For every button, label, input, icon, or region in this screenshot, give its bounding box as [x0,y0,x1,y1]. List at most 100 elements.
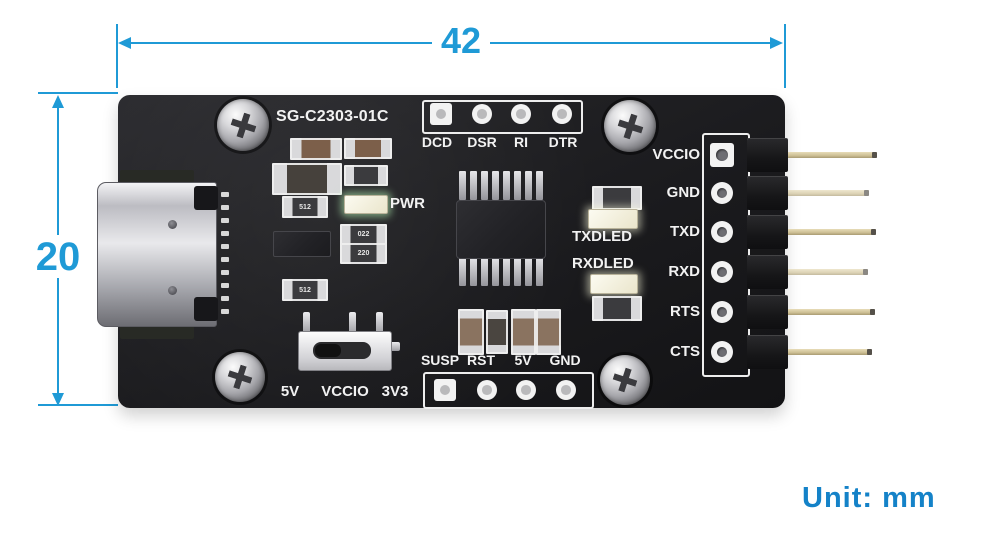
power-led-label: PWR [390,195,425,212]
ic-pin [503,257,510,286]
extension-line-right [784,24,786,88]
arrow-left-icon [118,37,131,49]
usb-solder-pin [221,218,229,223]
pin-header-pin [786,309,875,315]
voltage-select-switch [298,331,392,371]
tx-led [588,209,638,229]
pin-header-block [747,295,788,329]
pin-hole-5v [516,380,536,400]
ic-pin [514,257,521,286]
tx-led-label: TXDLED [572,228,632,245]
mounting-screw-bottom-left [215,352,265,402]
arrow-right-icon [770,37,783,49]
extension-line-left [116,24,118,88]
pin-header-pin [786,152,877,158]
usb-solder-pin [221,309,229,314]
pin-header-block [747,138,788,172]
pin-label-5v: 5V [514,352,532,368]
ic-pin [481,257,488,286]
ic-pin [481,171,488,200]
dimension-line-right-segment [490,42,771,44]
ic-pin [459,171,466,200]
pin-label-susp: SUSP [420,352,460,368]
smd-component [344,165,388,186]
usb-mount-tab-bottom [120,324,194,339]
smd-resistor: 512 [282,279,328,301]
pin-hole-txd [711,221,733,243]
pin-header-block [747,255,788,289]
ic-pin [470,171,477,200]
chip-pins-bottom [459,257,543,286]
extension-line-top [38,92,118,94]
switch-knob [315,344,341,357]
pin-header-block [747,335,788,369]
pin-hole-rxd [711,261,733,283]
usb-solder-pin [221,296,229,301]
ic-pin [492,171,499,200]
pin-label-vccio: VCCIO [652,146,700,163]
ic-pin [459,257,466,286]
pin-hole-gnd-bottom [556,380,576,400]
usb-shell-dimple [168,220,177,229]
ic-pin [514,171,521,200]
arrow-up-icon [52,95,64,108]
pin-hole-vccio [710,143,734,167]
right-pin-header-outline [702,133,750,377]
usb-solder-pin [221,244,229,249]
pin-label-cts: CTS [670,343,700,360]
smd-resistor: 512 [282,196,328,218]
ic-pin [525,171,532,200]
pin-header-pin [786,229,876,235]
rx-led [590,274,638,294]
pin-header-pin [786,349,872,355]
switch-leg [376,312,383,334]
pin-hole-rts [711,301,733,323]
unit-label: Unit: mm [802,482,936,514]
usb-solder-pin [221,270,229,275]
ic-pin [492,257,499,286]
switch-leg [390,342,400,351]
power-led [344,195,388,214]
usb-mount-tab-top [120,170,194,185]
smd-resistor [290,138,342,160]
usb-shell-clip-bottom [194,297,218,321]
pin-label-dsr: DSR [467,134,497,150]
dimension-line-bottom-segment [57,278,59,394]
usb-shell-clip-top [194,186,218,210]
pin-hole-susp [434,379,456,401]
smd-resistor [344,138,392,159]
pin-hole-cts [711,341,733,363]
pin-label-dtr: DTR [548,134,578,150]
pin-label-rxd: RXD [668,263,700,280]
rx-led-label: RXDLED [572,255,634,272]
bottom-pin-header-outline [423,372,594,409]
ic-pin [536,257,543,286]
pin-label-rst: RST [467,352,495,368]
dimension-line-top-segment [57,107,59,235]
usb-solder-pin [221,231,229,236]
usb-solder-pin [221,257,229,262]
pin-header-pin [786,269,868,275]
pin-header-block [747,176,788,210]
uart-chip [456,200,546,259]
pin-hole-dcd [430,103,452,125]
switch-leg [349,312,356,334]
pin-header-pin [786,190,869,196]
pin-hole-gnd [711,182,733,204]
pin-hole-dtr [552,104,572,124]
switch-leg [303,312,310,334]
pin-label-gnd: GND [666,184,700,201]
pin-label-txd: TXD [670,223,700,240]
pcb-board: SG-C2303-01C DCD DSR RI DTR 512 PWR 022 … [118,95,785,409]
pin-label-dcd: DCD [421,134,453,150]
smd-resistor [458,309,484,355]
switch-slot [313,342,371,359]
ic-pin [525,257,532,286]
ic-pin [503,171,510,200]
smd-resistor [536,309,561,355]
ic-pin [536,171,543,200]
dimension-line-left-segment [130,42,432,44]
switch-label-vccio: VCCIO [321,383,369,400]
chip-pins-top [459,171,543,200]
